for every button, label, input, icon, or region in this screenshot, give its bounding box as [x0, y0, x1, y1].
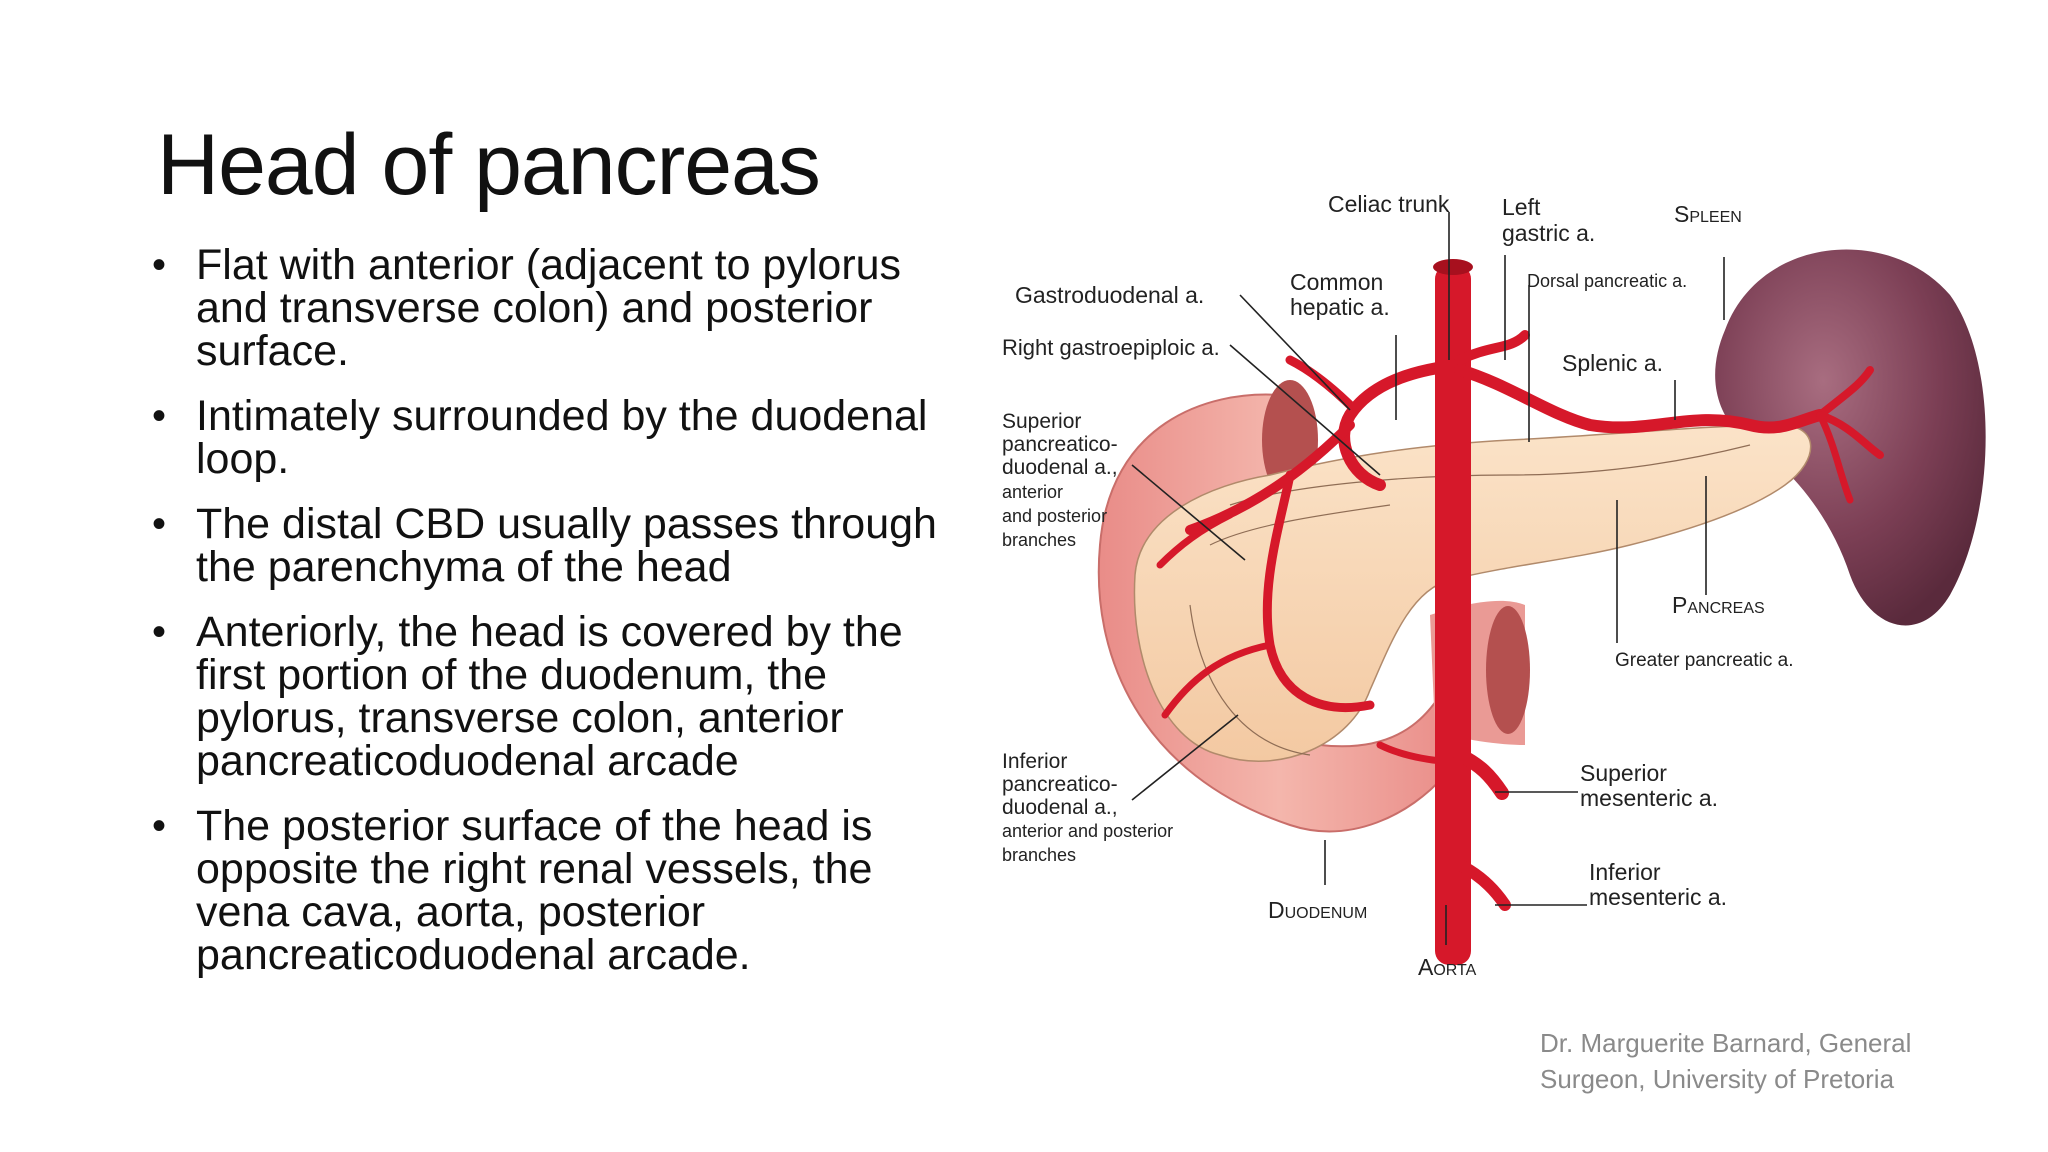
label-common-hepatic: Common [1290, 269, 1383, 295]
label-celiac-trunk: Celiac trunk [1328, 191, 1450, 217]
label-gastroduodenal: Gastroduodenal a. [1015, 282, 1204, 308]
jejunum-opening [1486, 606, 1530, 734]
bullet-list: Flat with anterior (adjacent to pylorus … [150, 244, 950, 999]
label-greater-pancreatic: Greater pancreatic a. [1615, 650, 1793, 671]
label-superior-pancreaticoduodenal: and posterior [1002, 506, 1107, 526]
bullet-item: Anteriorly, the head is covered by the f… [150, 611, 950, 783]
label-inferior-pancreaticoduodenal: Inferior [1002, 750, 1067, 773]
label-left-gastric: gastric a. [1502, 220, 1595, 246]
spleen-shape [1715, 249, 1986, 626]
label-right-gastroepiploic: Right gastroepiploic a. [1002, 335, 1220, 360]
label-inferior-pancreaticoduodenal: duodenal a., [1002, 796, 1118, 819]
slide-title: Head of pancreas [157, 117, 821, 213]
label-inferior-mesenteric: mesenteric a. [1589, 884, 1727, 910]
label-inferior-pancreaticoduodenal: branches [1002, 845, 1076, 865]
label-superior-mesenteric: mesenteric a. [1580, 785, 1718, 811]
label-superior-pancreaticoduodenal: duodenal a., [1002, 456, 1118, 479]
aorta-vessel [1435, 265, 1471, 965]
label-superior-mesenteric: Superior [1580, 760, 1667, 786]
label-spleen: Spleen [1674, 201, 1742, 227]
label-inferior-pancreaticoduodenal: anterior and posterior [1002, 821, 1173, 841]
label-common-hepatic: hepatic a. [1290, 294, 1390, 320]
label-splenic: Splenic a. [1562, 350, 1663, 376]
bullet-item: Flat with anterior (adjacent to pylorus … [150, 244, 950, 373]
label-superior-pancreaticoduodenal: pancreatico- [1002, 433, 1118, 456]
arteries [1156, 330, 1884, 911]
label-dorsal-pancreatic: Dorsal pancreatic a. [1527, 271, 1687, 291]
label-left-gastric: Left [1502, 194, 1541, 220]
label-pancreas: Pancreas [1672, 592, 1765, 618]
label-superior-pancreaticoduodenal: branches [1002, 530, 1076, 550]
label-superior-pancreaticoduodenal: Superior [1002, 410, 1081, 433]
bullet-item: The posterior surface of the head is opp… [150, 805, 950, 977]
label-inferior-mesenteric: Inferior [1589, 859, 1661, 885]
bullet-item: Intimately surrounded by the duodenal lo… [150, 395, 950, 481]
label-superior-pancreaticoduodenal: anterior [1002, 482, 1063, 502]
label-aorta: Aorta [1418, 954, 1477, 980]
bullet-item: The distal CBD usually passes through th… [150, 503, 950, 589]
label-duodenum: Duodenum [1268, 897, 1367, 923]
image-credit: Dr. Marguerite Barnard, General Surgeon,… [1540, 1028, 1912, 1094]
pancreas-anatomy-diagram: Celiac trunk Left gastric a. Spleen Gast… [1002, 191, 1986, 980]
pancreas-shape [1133, 424, 1812, 762]
label-inferior-pancreaticoduodenal: pancreatico- [1002, 773, 1118, 796]
leader-lines [1131, 212, 1725, 945]
